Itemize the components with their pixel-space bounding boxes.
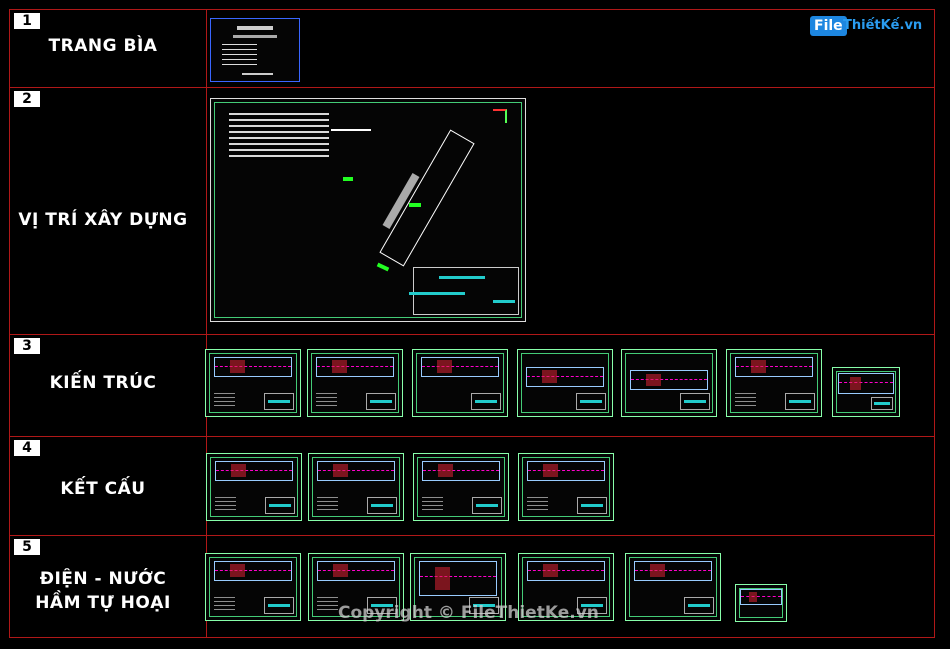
section-number: 2	[14, 91, 40, 107]
drawing-thumbnail[interactable]	[621, 349, 717, 417]
section-title: TRANG BÌA	[48, 36, 158, 56]
section-title: VỊ TRÍ XÂY DỰNG	[18, 210, 188, 230]
drawing-thumbnail[interactable]	[413, 453, 509, 521]
section-title: KIẾN TRÚC	[49, 373, 157, 393]
section-row-2: 2 VỊ TRÍ XÂY DỰNG	[9, 87, 935, 335]
drawing-thumbnail[interactable]	[308, 553, 404, 621]
drawing-thumbnail[interactable]	[625, 553, 721, 621]
drawing-thumbnail[interactable]	[518, 453, 614, 521]
section-number: 4	[14, 440, 40, 456]
drawing-thumbnail[interactable]	[307, 349, 403, 417]
drawing-thumbnail[interactable]	[518, 553, 614, 621]
drawing-thumbnail[interactable]	[206, 453, 302, 521]
drawing-thumbnail[interactable]	[205, 553, 301, 621]
section-number: 5	[14, 539, 40, 555]
section-number: 3	[14, 338, 40, 354]
filethietke-logo: File ThiếtKế.vn	[810, 14, 922, 42]
drawing-thumbnail[interactable]	[410, 553, 506, 621]
section-number: 1	[14, 13, 40, 29]
section-row-1: 1 TRANG BÌA	[9, 9, 935, 88]
drawing-thumbnail[interactable]	[517, 349, 613, 417]
drawing-thumbnail[interactable]	[205, 349, 301, 417]
section-row-3: 3 KIẾN TRÚC	[9, 334, 935, 437]
section-row-4: 4 KẾT CẤU	[9, 436, 935, 536]
drawing-thumbnail-cover[interactable]	[210, 18, 300, 82]
drawing-thumbnail[interactable]	[726, 349, 822, 417]
logo-site-text: ThiếtKế.vn	[843, 18, 923, 33]
copyright-watermark: Copyright © FileThietKe.vn	[338, 603, 599, 623]
drawing-thumbnail[interactable]	[832, 367, 900, 417]
section-title: ĐIỆN - NƯỚC HẦM TỰ HOẠI	[35, 569, 171, 613]
section-row-5: 5 ĐIỆN - NƯỚC HẦM TỰ HOẠI	[9, 535, 935, 638]
drawing-thumbnail[interactable]	[412, 349, 508, 417]
drawing-thumbnail[interactable]	[308, 453, 404, 521]
drawing-thumbnail-site-plan[interactable]	[210, 98, 526, 322]
drawing-thumbnail[interactable]	[735, 584, 787, 622]
logo-file-text: File	[810, 16, 847, 36]
section-title: KẾT CẤU	[60, 479, 146, 499]
